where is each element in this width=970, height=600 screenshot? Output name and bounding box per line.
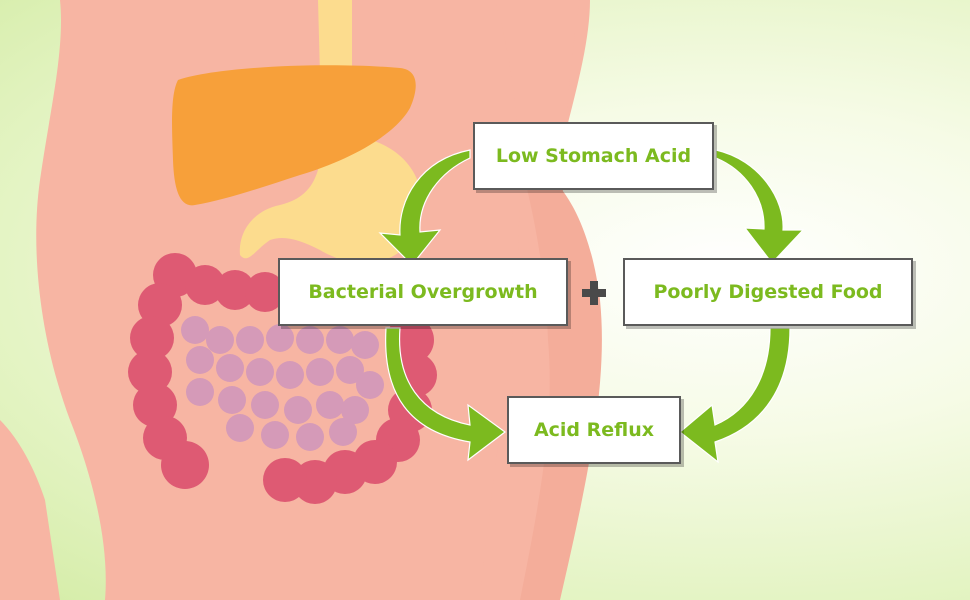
node-acid-reflux: Acid Reflux [507,396,681,464]
stomach-icon [239,136,423,264]
plus-icon [582,281,606,305]
node-label-poorly-digested-food: Poorly Digested Food [653,281,883,303]
node-label-acid-reflux: Acid Reflux [533,419,655,441]
arrows-layer [378,149,805,464]
arrow-low-to-poorly [715,149,805,264]
node-poorly-digested-food: Poorly Digested Food [623,258,913,326]
right-arm-outer [520,160,602,600]
small-intestine-icon [181,316,384,451]
arrow-poorly-to-reflux [679,327,791,464]
left-arm [0,420,60,600]
node-label-low-stomach-acid: Low Stomach Acid [495,145,692,167]
node-label-bacterial-overgrowth: Bacterial Overgrowth [308,281,538,303]
arrow-bacterial-to-reflux [385,327,507,462]
node-bacterial-overgrowth: Bacterial Overgrowth [278,258,568,326]
liver-icon [172,65,416,206]
node-low-stomach-acid: Low Stomach Acid [473,122,714,190]
